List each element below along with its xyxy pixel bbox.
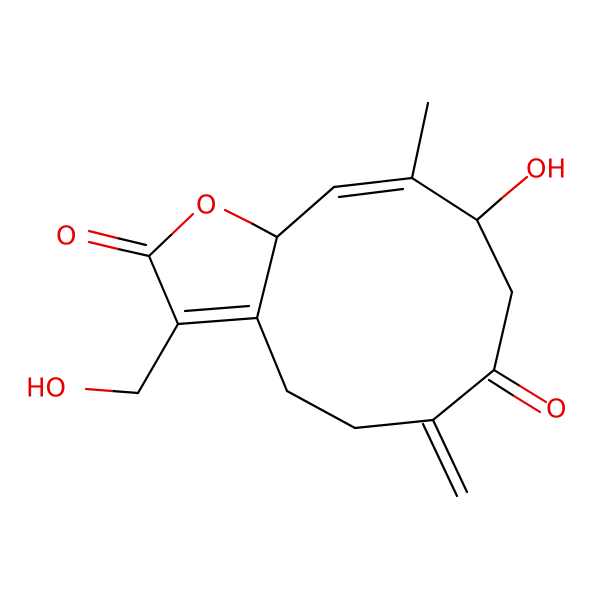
bond-c2-o-o-2 (87, 229, 119, 240)
bond-c10-c1 (332, 176, 414, 189)
bond-ch2-oh-c (110, 389, 140, 395)
bond-o1-c2-o (169, 212, 195, 237)
bond-methyl (410, 101, 430, 180)
bond-c6-ch2-inner (421, 422, 459, 498)
bond-c3a-c3-inner (183, 304, 251, 313)
bond-c3a-c8a (255, 235, 279, 320)
bond-c10-c9 (410, 176, 479, 222)
bond-c7-c6 (431, 368, 496, 422)
bond-c1-c8a (275, 185, 336, 239)
bond-c4-c3a (255, 316, 289, 393)
bond-c8a-o1-c (249, 221, 279, 239)
ketone-oxygen-label: O (546, 395, 566, 425)
bond-c2-o-c (116, 247, 151, 258)
hydroxyl-left-label: HO (26, 374, 66, 404)
bond-c7-o-o (518, 384, 548, 404)
bond-c3a-c3 (176, 316, 259, 326)
bond-c8-c7 (492, 290, 514, 372)
bond-c6-c5 (353, 418, 435, 430)
bond-c7-o-c-2 (487, 378, 516, 398)
bond-o1-c2-c (147, 233, 173, 258)
bond-c3-ch2oh (136, 322, 180, 395)
bond-c9-oh-c (475, 196, 504, 222)
bond-c5-c4 (285, 389, 357, 430)
bond-c2-o-o (87, 240, 120, 251)
heteroatom-bonds (84, 175, 548, 414)
bond-ch2-oh-o (84, 387, 114, 393)
atom-labels: O O OH HO O (26, 155, 566, 425)
bond-c7-o-o-2 (512, 394, 542, 414)
bond-c6-ch2 (431, 418, 469, 494)
bond-c7-o-c (492, 368, 522, 388)
ring-oxygen-label: O (196, 191, 216, 221)
bond-c10-c1-inner (337, 187, 405, 199)
bond-c3-c2 (147, 254, 180, 326)
bond-c2-o-c-2 (115, 236, 148, 247)
bond-c9-oh-o (500, 175, 529, 200)
lactone-carbonyl-oxygen-label: O (56, 222, 76, 252)
bond-c9-c8 (475, 218, 514, 294)
bond-c8a-o1-o (223, 208, 253, 225)
carbon-bonds (136, 101, 514, 498)
hydroxyl-top-label: OH (526, 155, 566, 185)
